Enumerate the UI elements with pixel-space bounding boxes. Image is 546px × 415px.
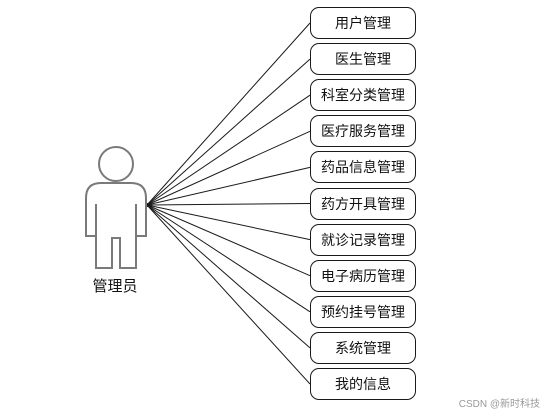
association-line (146, 94, 311, 206)
use-case-box: 药方开具管理 (310, 187, 416, 220)
use-case-box: 系统管理 (310, 331, 416, 364)
use-case-box: 就诊记录管理 (310, 223, 416, 256)
use-case-label: 电子病历管理 (321, 268, 405, 285)
association-line (146, 203, 311, 206)
association-line (146, 204, 311, 241)
use-case-label: 用户管理 (335, 16, 391, 32)
use-case-box: 药品信息管理 (310, 151, 416, 184)
use-case-box: 医生管理 (310, 43, 416, 76)
use-case-box: 科室分类管理 (310, 79, 416, 112)
association-line (146, 166, 311, 206)
use-case-label: 预约挂号管理 (321, 304, 405, 321)
association-lines (145, 22, 311, 385)
use-case-box: 医疗服务管理 (310, 115, 416, 148)
association-line (146, 204, 311, 349)
use-case-label: 医生管理 (335, 52, 391, 69)
use-case-label: 医疗服务管理 (321, 124, 405, 141)
actor-label: 管理员 (92, 277, 138, 295)
actor-body (85, 182, 147, 269)
use-case-label: 药品信息管理 (321, 160, 405, 177)
use-case-label: 科室分类管理 (321, 88, 405, 105)
use-case-box: 用户管理 (310, 7, 416, 39)
use-case-label: 我的信息 (335, 377, 391, 393)
actor-figure (85, 146, 147, 269)
use-case-label: 药方开具管理 (321, 196, 405, 213)
association-line (146, 204, 311, 277)
use-case-box: 预约挂号管理 (310, 295, 416, 328)
association-line (146, 58, 311, 206)
association-line (146, 204, 311, 385)
association-line (146, 130, 311, 206)
association-line (146, 204, 311, 313)
use-case-box: 电子病历管理 (310, 259, 416, 292)
use-case-label: 就诊记录管理 (321, 232, 405, 249)
use-case-label: 系统管理 (335, 340, 391, 357)
watermark: CSDN @新时科技 (458, 399, 540, 410)
association-line (146, 22, 311, 206)
actor-head (98, 146, 134, 182)
use-case-box: 我的信息 (310, 368, 416, 400)
